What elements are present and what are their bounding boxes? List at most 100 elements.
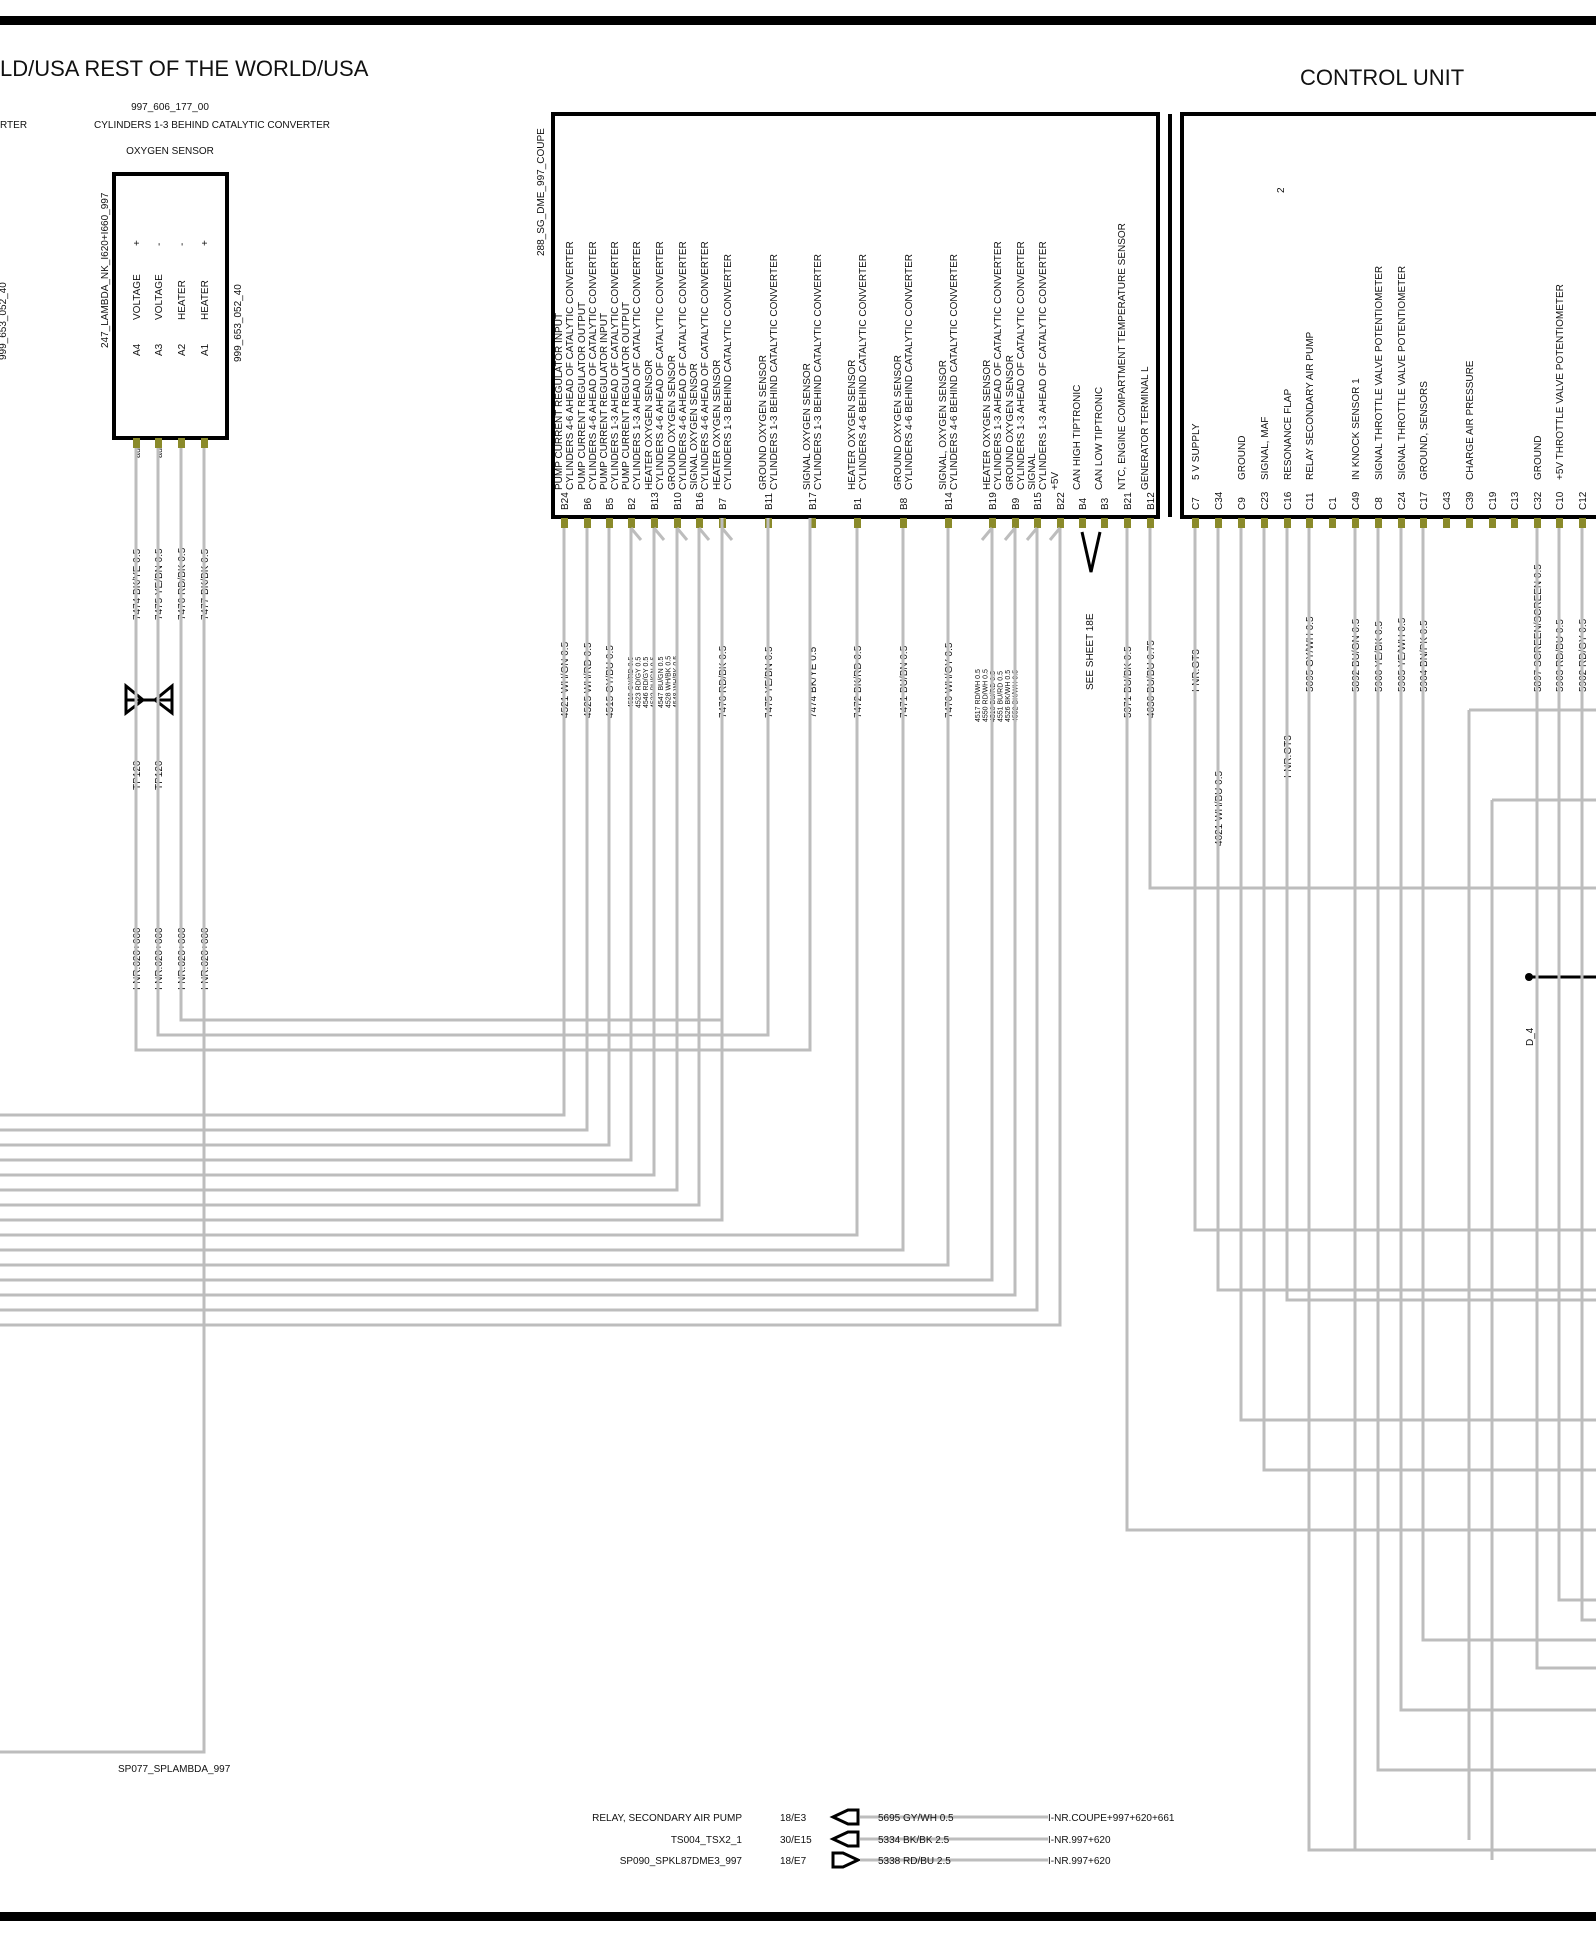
- cu-pin-id: C32: [1533, 491, 1544, 510]
- wire-dme-left-group: [0, 528, 701, 1207]
- bottom-ref-wire-label: 5338 RD/BU 2.5: [878, 1856, 951, 1867]
- dme-pin-location: CYLINDERS 4-6 AHEAD OF CATALYTIC CONVERT…: [565, 241, 576, 490]
- wire-dme-branch: [629, 527, 643, 541]
- cu-pin-terminal: [1215, 518, 1222, 528]
- sensor-pin-polarity: -: [154, 243, 165, 246]
- wire-dme-left-group: [0, 528, 633, 1162]
- dme-pin-id: B15: [1033, 492, 1044, 510]
- bottom-ref-inr: I-NR.997+620: [1048, 1856, 1111, 1867]
- wire-cu-bus: [1307, 528, 1596, 1852]
- wire-dme-branch: [652, 527, 666, 541]
- wire-dme-b12: [1148, 528, 1596, 890]
- sensor-pin-label: HEATER: [200, 280, 211, 320]
- cu-pin-id: C8: [1374, 497, 1385, 510]
- cu-pin-id: C10: [1555, 491, 1566, 510]
- dme-id: 288_SG_DME_997_COUPE: [536, 128, 547, 256]
- wire-dme-branch: [675, 527, 689, 541]
- sensor-name: OXYGEN SENSOR: [126, 146, 214, 157]
- dme-pin-id: B17: [808, 492, 819, 510]
- cu-pin-label: RELAY SECONDARY AIR PUMP: [1305, 331, 1316, 480]
- dme-pin-terminal: [651, 518, 658, 528]
- sensor-pin-id: A2: [177, 343, 188, 356]
- cu-pin-id: C39: [1465, 491, 1476, 510]
- wire-dme-left-group: [0, 528, 724, 1222]
- cu-pin-id: C24: [1397, 491, 1408, 510]
- dme-pin-id: B9: [1011, 497, 1022, 510]
- bottom-ref-sheet[interactable]: 18/E7: [780, 1856, 807, 1867]
- dme-pin-terminal: [584, 518, 591, 528]
- cu-pin-terminal: [1261, 518, 1268, 528]
- wire-dme-b21: [1125, 528, 1596, 1532]
- cu-pin-terminal: [1329, 518, 1336, 528]
- dme-pin-function: HEATER OXYGEN SENSOR: [712, 360, 723, 490]
- cu-pin-id: C7: [1191, 497, 1202, 510]
- dme-pin-id: B11: [764, 493, 775, 510]
- dme-pin-terminal: [561, 518, 568, 528]
- bottom-ref-sheet[interactable]: 18/E3: [780, 1813, 807, 1824]
- dme-pin-location: CYLINDERS 1-3 AHEAD OF CATALYTIC CONVERT…: [1038, 241, 1049, 490]
- sensor-pin-id: A3: [154, 343, 165, 356]
- bottom-ref-arrow: [829, 1830, 860, 1848]
- dme-pin-function: CAN LOW TIPTRONIC: [1094, 387, 1105, 490]
- bottom-ref-name: TS004_TSX2_1: [671, 1835, 743, 1846]
- cu-pin-id: C23: [1260, 491, 1271, 510]
- cu-pin-label: GROUND, SENSORS: [1419, 381, 1430, 480]
- dme-pin-function: GROUND OXYGEN SENSOR: [893, 355, 904, 490]
- cu-pin-id: C13: [1510, 491, 1521, 510]
- wire-cu-bus: [1421, 528, 1596, 1642]
- wire-sensor-a4: [134, 448, 812, 1052]
- cu-pin-label: IN KNOCK SENSOR 1: [1351, 378, 1362, 480]
- dme-pin-id: B5: [605, 497, 616, 510]
- dme-pin-location: CYLINDERS 4-6 AHEAD OF CATALYTIC CONVERT…: [678, 241, 689, 490]
- dme-pin-terminal: [628, 518, 635, 528]
- header-left: LD/USA REST OF THE WORLD/USA: [0, 56, 369, 81]
- wire-dme-branch: [697, 527, 711, 541]
- wire-dme-right-group: [0, 528, 950, 1267]
- bottom-ref-inr: I-NR.COUPE+997+620+661: [1048, 1813, 1175, 1824]
- wire-cu-bus: [1399, 528, 1596, 1712]
- bottom-ref-arrow: [831, 1851, 862, 1869]
- dme-branch-wire-label: 4551 BU/RD 0.5: [998, 671, 1005, 722]
- cu-pin-terminal: [1284, 518, 1291, 528]
- top-border: [0, 16, 1596, 25]
- dme-pin-id: B6: [583, 497, 594, 510]
- dme-pin-location: CYLINDERS 1-3 BEHIND CATALYTIC CONVERTER: [723, 254, 734, 490]
- wire-dme-right-group: [0, 528, 1062, 1327]
- dme-pin-location: CYLINDERS 1-3 BEHIND CATALYTIC CONVERTER: [769, 254, 780, 490]
- dme-pin-terminal: [674, 518, 681, 528]
- wire-cu-bus: [1262, 528, 1596, 1472]
- dme-pin-function: PUMP CURRENT REGULATOR INPUT: [599, 313, 610, 490]
- dme-pin-terminal: [989, 518, 996, 528]
- dme-pin-location: CYLINDERS 1-3 AHEAD OF CATALYTIC CONVERT…: [610, 241, 621, 490]
- bottom-ref-sheet[interactable]: 30/E15: [780, 1835, 812, 1846]
- wire-dme-branch: [1025, 527, 1039, 541]
- cu-pin-terminal: [1466, 518, 1473, 528]
- wire-dme-right-group: [0, 528, 905, 1252]
- dme-pin-terminal: [854, 518, 861, 528]
- wire-dme-branch: [1003, 527, 1017, 541]
- sensor-pin-id: A1: [200, 343, 211, 356]
- sensor-pin-polarity: -: [177, 243, 188, 246]
- wire-dme-left-group: [0, 528, 679, 1192]
- dme-connector-box: [551, 112, 1160, 519]
- wire-cu-bus: [1285, 528, 1596, 1302]
- dme-pin-id: B12: [1146, 492, 1157, 510]
- dme-branch-wire-label: 4546 RD/GY 0.5: [643, 657, 650, 708]
- cu-pin-terminal: [1238, 518, 1245, 528]
- dme-pin-terminal: [900, 518, 907, 528]
- cu-pin-terminal: [1534, 518, 1541, 528]
- dme-pin-id: B24: [560, 492, 571, 510]
- cu-pin-terminal: [1375, 518, 1382, 528]
- sensor-pin-terminal: [155, 438, 162, 448]
- edge-text-left-vertical: 999_653_052_40: [0, 282, 9, 360]
- dme-pin-function: +5V: [1050, 472, 1061, 490]
- dme-branch-wire-label: 4550 RD/WH 0.5: [983, 669, 990, 722]
- header-control-unit: CONTROL UNIT: [1300, 65, 1464, 90]
- sensor-pin-terminal: [201, 438, 208, 448]
- see-sheet-arrow: [1080, 531, 1102, 573]
- cu-pin-id: C11: [1305, 492, 1316, 510]
- bottom-ref-wire-label: 5695 GY/WH 0.5: [878, 1813, 954, 1824]
- dme-pin-function: HEATER OXYGEN SENSOR: [644, 360, 655, 490]
- cu-pin-terminal: [1420, 518, 1427, 528]
